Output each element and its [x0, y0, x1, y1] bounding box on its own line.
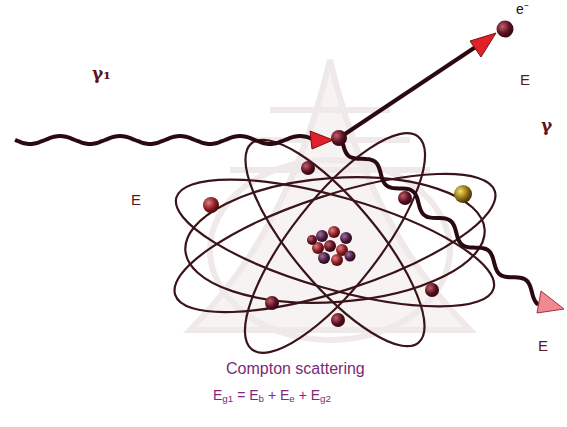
scattered-photon — [343, 144, 538, 305]
struck-electron — [331, 130, 347, 146]
photon-waves — [15, 136, 538, 305]
ejected-electron — [345, 21, 514, 135]
electron-orbits — [160, 110, 509, 377]
photon-label: γ₁ — [92, 64, 111, 83]
orbital-electrons — [203, 161, 472, 327]
energy-label: E — [520, 72, 530, 89]
photon-arrowhead — [537, 291, 564, 313]
electron-label: e⁻ — [516, 2, 529, 17]
nucleus — [307, 226, 356, 266]
photon-arrowhead — [310, 131, 333, 149]
caption-text: Compton scattering — [226, 360, 365, 378]
incident-photon — [15, 136, 312, 144]
energy-equation: Eg1 = Eb + Ee + Eg2 — [213, 388, 331, 403]
photon-label: γ — [541, 116, 552, 135]
energy-label: E — [538, 338, 548, 355]
energy-label: E — [131, 192, 141, 209]
